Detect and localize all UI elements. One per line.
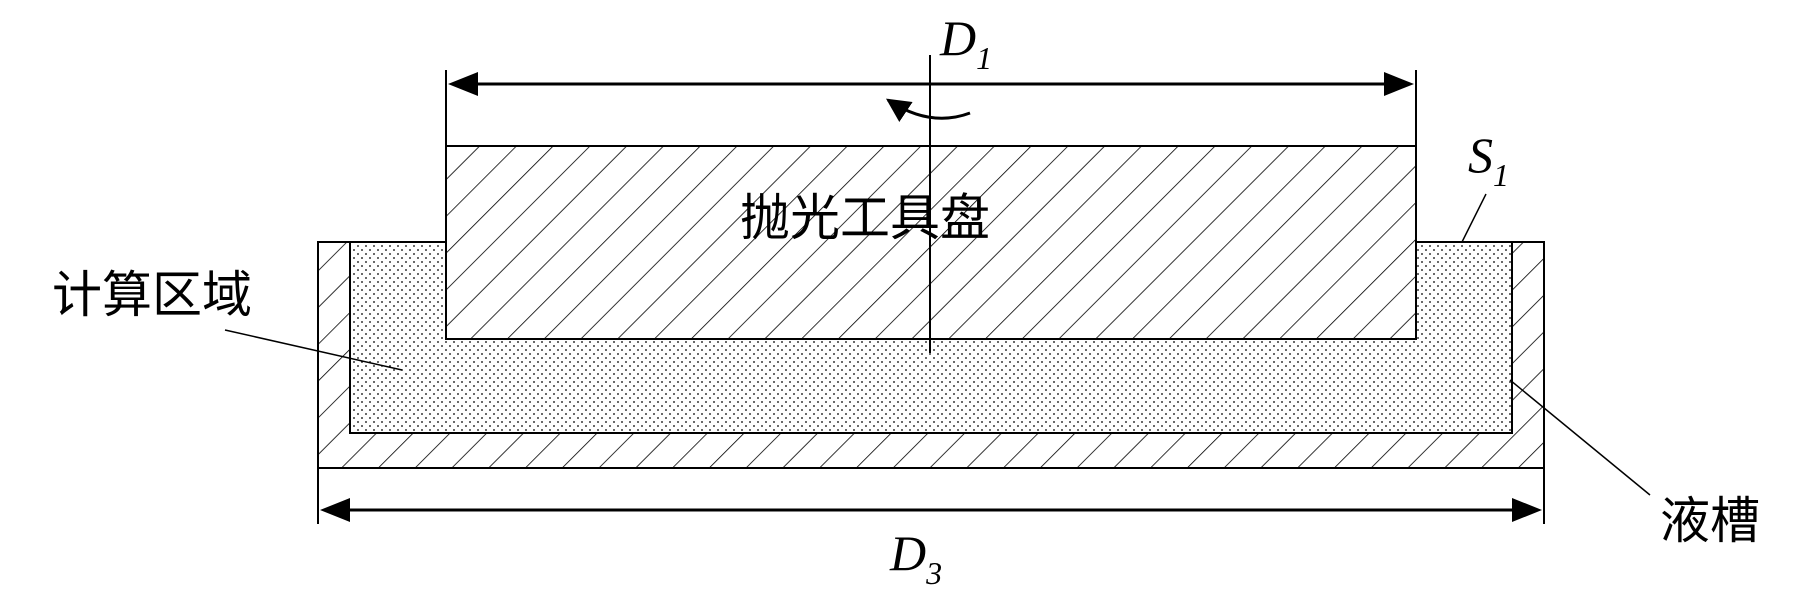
liquid-tank-leader (1509, 379, 1651, 496)
d3-label: D3 (889, 525, 942, 591)
polishing-tool-label: 抛光工具盘 (740, 189, 990, 247)
computation-domain-leader (224, 329, 403, 371)
s1-label: S1 (1468, 127, 1509, 193)
surface-s1: S1 (1461, 127, 1509, 243)
s1-leader (1461, 193, 1487, 243)
dimension-d1: D1 (445, 10, 1417, 146)
dimension-d3: D3 (317, 468, 1545, 591)
rotation-arrow (886, 98, 971, 122)
computation-domain-label: 计算区域 (52, 266, 252, 324)
liquid-tank-label: 液槽 (1660, 492, 1760, 550)
d1-label: D1 (939, 10, 992, 76)
